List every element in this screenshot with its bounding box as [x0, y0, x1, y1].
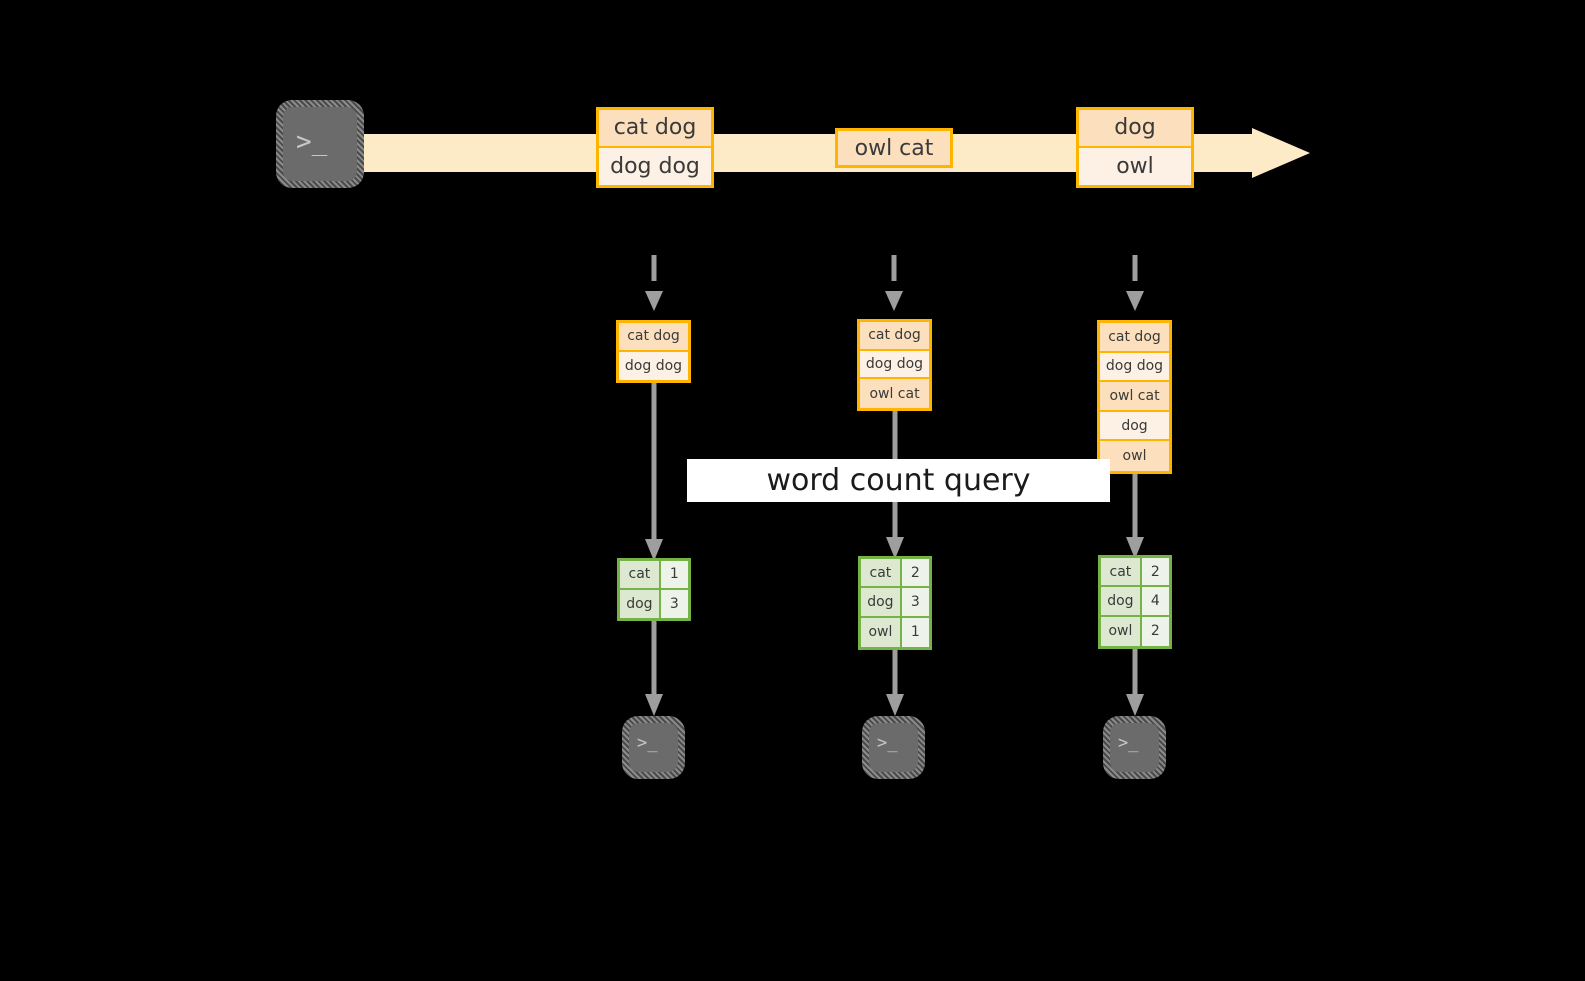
dashed-connector-2	[879, 255, 909, 317]
stream-batch-3[interactable]: dog owl	[1076, 107, 1194, 188]
result-2-row-3: owl 1	[861, 617, 929, 647]
result-3-row-3-word: owl	[1101, 616, 1142, 646]
sink-1-prompt-icon: >_	[637, 733, 658, 753]
accumulated-1-row-2: dog dog	[619, 351, 688, 380]
result-3-row-2: dog 4	[1101, 587, 1169, 617]
accumulated-3-row-3: owl cat	[1100, 382, 1169, 412]
result-3-row-1-word: cat	[1101, 558, 1142, 586]
result-1-row-2-count: 3	[660, 589, 688, 618]
result-2-row-1-count: 2	[901, 559, 929, 587]
result-2-row-2: dog 3	[861, 588, 929, 618]
result-1-row-1-word: cat	[620, 561, 661, 588]
terminal-prompt-icon: >_	[296, 127, 328, 157]
accumulated-3-row-2: dog dog	[1100, 352, 1169, 383]
accumulated-table-3[interactable]: cat dog dog dog owl cat dog owl	[1097, 320, 1172, 474]
result-1-row-2: dog 3	[620, 589, 688, 618]
accumulated-3-row-5: owl	[1100, 441, 1169, 471]
result-2-row-1-word: cat	[861, 559, 902, 587]
accumulated-1-row-1: cat dog	[619, 323, 688, 352]
sink-3-prompt-icon: >_	[1118, 733, 1139, 753]
accumulated-3-row-1: cat dog	[1100, 323, 1169, 353]
accumulated-table-2[interactable]: cat dog dog dog owl cat	[857, 319, 932, 411]
sink-2-prompt-icon: >_	[877, 733, 898, 753]
sink-terminal-2[interactable]: >_	[862, 716, 925, 779]
result-table-2[interactable]: cat 2 dog 3 owl 1	[858, 556, 932, 650]
result-2-row-2-word: dog	[861, 588, 902, 616]
query-connector-1	[643, 383, 665, 562]
result-2-row-3-count: 1	[901, 617, 929, 647]
result-3-row-1: cat 2	[1101, 558, 1169, 588]
result-3-row-3-count: 2	[1141, 616, 1169, 646]
result-3-row-3: owl 2	[1101, 616, 1169, 646]
query-connector-3	[1124, 474, 1146, 560]
result-2-row-2-count: 3	[901, 588, 929, 616]
accumulated-table-1[interactable]: cat dog dog dog	[616, 320, 691, 383]
result-table-3[interactable]: cat 2 dog 4 owl 2	[1098, 555, 1172, 649]
stream-batch-1[interactable]: cat dog dog dog	[596, 107, 714, 188]
stream-batch-3-line-1: dog	[1079, 110, 1191, 148]
result-3-row-1-count: 2	[1141, 558, 1169, 586]
stream-batch-3-line-2: owl	[1079, 147, 1191, 185]
accumulated-2-row-1: cat dog	[860, 322, 929, 351]
sink-connector-1	[643, 621, 665, 717]
stream-source-terminal[interactable]: >_	[276, 100, 364, 188]
terminal-screen: >_	[283, 107, 357, 181]
stream-batch-2[interactable]: owl cat	[835, 128, 953, 168]
accumulated-2-row-3: owl cat	[860, 379, 929, 408]
query-label-banner: word count query	[687, 459, 1110, 502]
sink-terminal-3[interactable]: >_	[1103, 716, 1166, 779]
accumulated-2-row-2: dog dog	[860, 350, 929, 380]
result-3-row-2-word: dog	[1101, 587, 1142, 615]
result-1-row-1-count: 1	[660, 561, 688, 588]
stream-batch-2-line-1: owl cat	[838, 131, 950, 165]
dashed-connector-1	[639, 255, 669, 317]
result-3-row-2-count: 4	[1141, 587, 1169, 615]
stream-batch-1-line-1: cat dog	[599, 110, 711, 148]
stream-batch-1-line-2: dog dog	[599, 147, 711, 185]
sink-3-screen: >_	[1110, 723, 1159, 772]
result-1-row-2-word: dog	[620, 589, 661, 618]
sink-connector-3	[1124, 649, 1146, 717]
sink-1-screen: >_	[629, 723, 678, 772]
result-2-row-3-word: owl	[861, 617, 902, 647]
result-1-row-1: cat 1	[620, 561, 688, 590]
result-table-1[interactable]: cat 1 dog 3	[617, 558, 691, 621]
result-2-row-1: cat 2	[861, 559, 929, 589]
dashed-connector-3	[1120, 255, 1150, 317]
sink-connector-2	[884, 650, 906, 717]
sink-2-screen: >_	[869, 723, 918, 772]
sink-terminal-1[interactable]: >_	[622, 716, 685, 779]
accumulated-3-row-4: dog	[1100, 411, 1169, 442]
